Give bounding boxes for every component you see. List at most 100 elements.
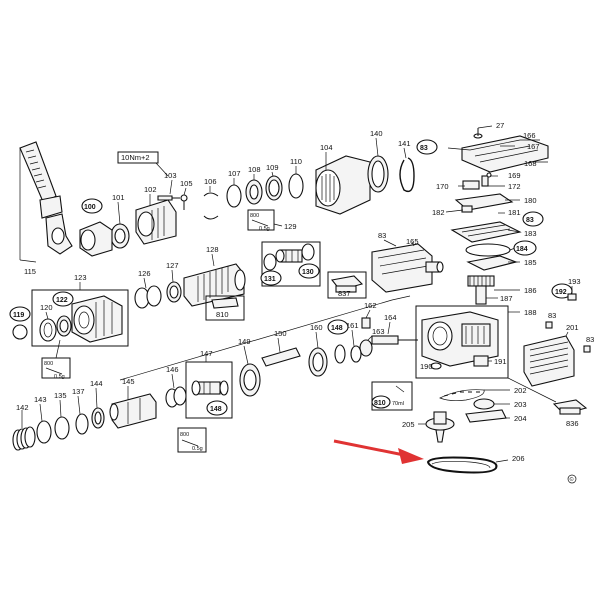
label-123: 123 [74,273,87,282]
label-204: 204 [514,414,527,423]
callout-119: 119 [9,306,31,322]
svg-text:70ml: 70ml [392,401,404,407]
ring-163 [359,339,373,357]
label-105: 105 [180,179,193,188]
svg-text:10Nm+2: 10Nm+2 [121,153,150,162]
callout-184: 184 [513,240,537,256]
callout-100: 100 [81,198,103,214]
svg-text:119: 119 [13,312,24,319]
cover-201 [523,335,575,387]
svg-text:810: 810 [374,400,386,407]
rod-164 [371,335,418,345]
callout-130: 130 [298,263,320,279]
svg-text:800: 800 [180,432,189,438]
label-120: 120 [40,303,53,312]
label-186: 186 [524,286,537,295]
label-187: 187 [500,294,513,303]
label-206: 206 [512,454,525,463]
label-188: 188 [524,308,537,317]
side-handle-115 [19,141,73,255]
label-162: 162 [364,301,377,310]
label-110: 110 [290,157,302,166]
svg-text:83: 83 [420,145,428,152]
svg-text:83: 83 [526,217,534,224]
label-127: 127 [166,261,179,270]
label-202: 202 [514,386,527,395]
ring-135 [54,416,70,440]
svg-text:148: 148 [331,325,343,332]
box-147 [185,361,233,419]
ring-146 [165,386,187,408]
callout-83-right: 83 [522,211,544,227]
label-145: 145 [122,377,135,386]
label-103: 103 [164,171,177,180]
cylinder-160 [308,347,328,377]
sleeve-101 [110,223,130,249]
holder-123 [39,295,123,343]
box-188 [415,305,509,379]
gear-186-group [467,275,520,305]
plate-204 [465,409,507,423]
label-115: 115 [24,267,36,276]
label-150: 150 [274,329,287,338]
label-185: 185 [524,258,537,267]
box-131-130 [261,241,321,287]
ring-144 [91,407,105,429]
label-101: 101 [112,193,125,202]
grease-box-129: 800 0.5g [247,209,275,232]
svg-text:800: 800 [44,361,53,367]
label-149: 149 [238,337,251,346]
label-140: 140 [370,129,383,138]
pin-162 [361,317,371,329]
label-170: 170 [436,182,449,191]
label-27: 27 [496,121,504,130]
collar-102 [135,199,177,245]
label-83-r2: 83 [586,335,594,344]
spring-142 [12,426,36,451]
gear-housing-188 [421,311,499,370]
torque-box: 10Nm+2 [117,151,169,177]
label-193: 193 [568,277,581,286]
piston-147 [191,380,229,396]
label-180: 180 [524,196,537,205]
label-191: 191 [494,357,507,366]
callout-131: 131 [260,270,282,286]
grease-box-122: 800 0.5g [41,339,71,380]
switch-165 [371,243,444,293]
label-167: 167 [527,142,540,151]
label-106: 106 [204,177,217,186]
svg-text:810: 810 [216,310,229,319]
label-128: 128 [206,245,219,254]
ring-109 [265,175,283,201]
callout-148-low: 148 [206,400,228,416]
circlip-141 [399,157,415,193]
gear-203 [473,398,495,410]
svg-text:0.5g: 0.5g [192,446,203,452]
ring-127 [166,281,182,303]
label-129: 129 [284,222,297,231]
bolt-103 [157,195,180,201]
label-164: 164 [384,313,397,322]
ring-137 [75,413,89,435]
label-182: 182 [432,208,445,217]
label-109: 109 [266,163,279,172]
ring-110 [288,173,304,199]
sleeve-131-130 [263,243,315,271]
svg-text:100: 100 [84,204,96,211]
part-810-top: 810 [205,295,245,321]
clips-106 [203,192,219,220]
label-83-mid: 83 [378,231,386,240]
oil-810: 810 70ml [371,381,413,411]
callout-83-top: 83 [416,139,438,155]
label-201: 201 [566,323,579,332]
gear-ring-140 [367,155,389,193]
svg-text:130: 130 [302,269,314,276]
callout-148-mid: 148 [327,319,349,335]
svg-text:131: 131 [264,276,276,283]
housing-104 [315,155,371,215]
pin-105 [180,194,188,210]
top-right-leaders [445,125,548,263]
cylinder-145 [109,393,157,429]
label-144: 144 [90,379,103,388]
